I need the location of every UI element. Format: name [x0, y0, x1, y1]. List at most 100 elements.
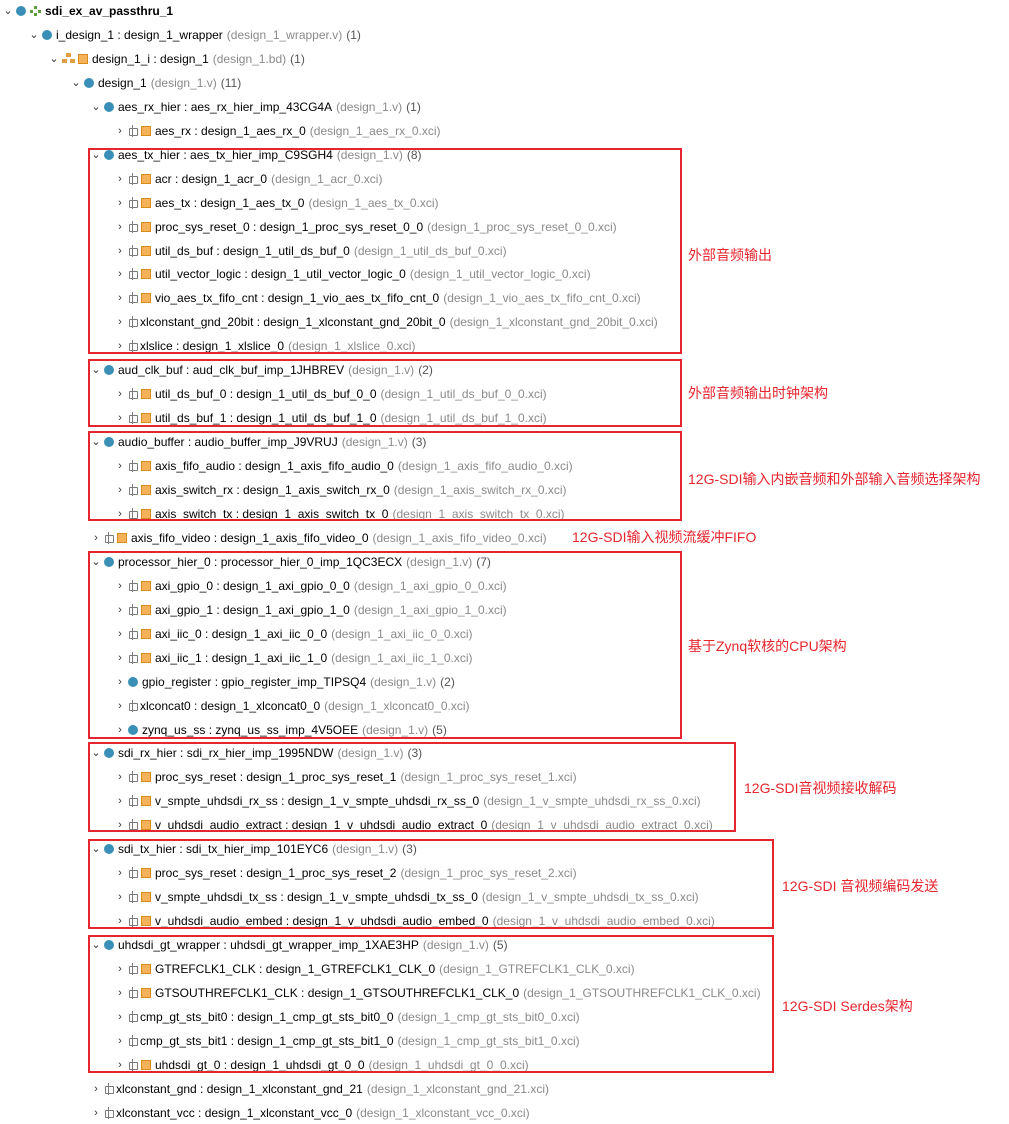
node-source-file: (design_1_axi_iic_0_0.xci): [331, 626, 473, 641]
tree-row[interactable]: ›uhdsdi_gt_0 : design_1_uhdsdi_gt_0_0(de…: [114, 1054, 533, 1076]
expand-chevron-down-icon[interactable]: ⌄: [91, 555, 101, 568]
ip-block-icon: [141, 173, 151, 184]
tree-row[interactable]: ⌄sdi_tx_hier : sdi_tx_hier_imp_101EYC6(d…: [90, 838, 416, 860]
tree-row[interactable]: ›axis_fifo_video : design_1_axis_fifo_vi…: [90, 527, 551, 549]
expand-chevron-right-icon[interactable]: ›: [118, 484, 122, 496]
tree-row[interactable]: ›gpio_register : gpio_register_imp_TIPSQ…: [114, 671, 455, 693]
expand-chevron-right-icon[interactable]: ›: [118, 292, 122, 305]
tree-row[interactable]: ›proc_sys_reset : design_1_proc_sys_rese…: [114, 766, 581, 788]
expand-chevron-right-icon[interactable]: ›: [118, 651, 122, 664]
expand-chevron-down-icon[interactable]: ⌄: [49, 52, 59, 65]
tree-row[interactable]: ›axi_gpio_1 : design_1_axi_gpio_1_0(desi…: [114, 599, 511, 621]
expand-chevron-down-icon[interactable]: ⌄: [71, 76, 81, 89]
tree-row[interactable]: ›v_smpte_uhdsdi_rx_ss : design_1_v_smpte…: [114, 790, 705, 812]
expand-chevron-right-icon[interactable]: ›: [118, 819, 122, 832]
node-source-file: (design_1_aes_rx_0.xci): [309, 123, 441, 138]
expand-chevron-down-icon[interactable]: ⌄: [91, 148, 101, 161]
expand-chevron-right-icon[interactable]: ›: [118, 1034, 122, 1047]
tree-row[interactable]: ⌄design_1(design_1.v)(11): [70, 72, 241, 94]
expand-chevron-right-icon[interactable]: ›: [118, 124, 122, 137]
expand-chevron-right-icon[interactable]: ›: [118, 196, 122, 209]
tree-row[interactable]: ›axis_fifo_audio : design_1_axis_fifo_au…: [114, 455, 577, 477]
tree-row[interactable]: ›util_ds_buf_0 : design_1_util_ds_buf_0_…: [114, 383, 551, 405]
tree-row[interactable]: ⌄design_1_i : design_1(design_1.bd)(1): [48, 48, 304, 70]
expand-chevron-down-icon[interactable]: ⌄: [91, 747, 101, 760]
tree-row[interactable]: ›acr : design_1_acr_0(design_1_acr_0.xci…: [114, 168, 386, 190]
expand-chevron-down-icon[interactable]: ⌄: [91, 939, 101, 952]
expand-chevron-right-icon[interactable]: ›: [118, 244, 122, 257]
tree-row[interactable]: ›axis_switch_tx : design_1_axis_switch_t…: [114, 503, 569, 525]
tree-row[interactable]: ⌄audio_buffer : audio_buffer_imp_J9VRUJ(…: [90, 431, 426, 453]
expand-chevron-down-icon[interactable]: ⌄: [91, 843, 101, 856]
node-name: util_ds_buf_1 : design_1_util_ds_buf_1_0: [155, 411, 377, 426]
expand-chevron-right-icon[interactable]: ›: [118, 771, 122, 784]
expand-chevron-down-icon[interactable]: ⌄: [91, 436, 101, 449]
expand-chevron-right-icon[interactable]: ›: [118, 268, 122, 281]
tree-row[interactable]: ›GTREFCLK1_CLK : design_1_GTREFCLK1_CLK_…: [114, 958, 639, 980]
tree-row[interactable]: ›aes_rx : design_1_aes_rx_0(design_1_aes…: [114, 120, 445, 142]
tree-row[interactable]: ⌄i_design_1 : design_1_wrapper(design_1_…: [28, 24, 360, 46]
tree-row[interactable]: ⌄sdi_ex_av_passthru_1: [2, 0, 181, 22]
tree-row[interactable]: ›v_uhdsdi_audio_embed : design_1_v_uhdsd…: [114, 910, 719, 932]
expand-chevron-right-icon[interactable]: ›: [94, 531, 98, 544]
tree-row[interactable]: ›axi_gpio_0 : design_1_axi_gpio_0_0(desi…: [114, 575, 511, 597]
tree-row[interactable]: ⌄aes_tx_hier : aes_tx_hier_imp_C9SGH4(de…: [90, 144, 421, 166]
tree-row[interactable]: ›axi_iic_0 : design_1_axi_iic_0_0(design…: [114, 623, 477, 645]
tree-row[interactable]: ⌄aud_clk_buf : aud_clk_buf_imp_1JHBREV(d…: [90, 359, 432, 381]
expand-chevron-right-icon[interactable]: ›: [118, 699, 122, 712]
expand-chevron-right-icon[interactable]: ›: [118, 986, 122, 999]
tree-row[interactable]: ⌄sdi_rx_hier : sdi_rx_hier_imp_1995NDW(d…: [90, 742, 422, 764]
expand-chevron-right-icon[interactable]: ›: [118, 507, 122, 520]
expand-chevron-right-icon[interactable]: ›: [118, 795, 122, 808]
tree-row[interactable]: ›axis_switch_rx : design_1_axis_switch_r…: [114, 479, 571, 501]
expand-chevron-right-icon[interactable]: ›: [118, 867, 122, 880]
expand-chevron-right-icon[interactable]: ›: [118, 220, 122, 233]
tree-row[interactable]: ›xlconcat0 : design_1_xlconcat0_0(design…: [114, 695, 474, 717]
expand-chevron-right-icon[interactable]: ›: [118, 172, 122, 185]
tree-row[interactable]: ›zynq_us_ss : zynq_us_ss_imp_4V5OEE(desi…: [114, 719, 447, 741]
tree-row[interactable]: ›cmp_gt_sts_bit1 : design_1_cmp_gt_sts_b…: [114, 1030, 584, 1052]
expand-chevron-right-icon[interactable]: ›: [118, 388, 122, 401]
tree-row[interactable]: ⌄aes_rx_hier : aes_rx_hier_imp_43CG4A(de…: [90, 96, 420, 118]
tree-row[interactable]: › util_ds_buf_1 : design_1_util_ds_buf_1_…: [114, 407, 551, 429]
expand-chevron-right-icon[interactable]: ›: [118, 915, 122, 928]
tree-row[interactable]: ›v_uhdsdi_audio_extract : design_1_v_uhd…: [114, 814, 717, 836]
expand-chevron-right-icon[interactable]: ›: [94, 1106, 98, 1119]
expand-chevron-right-icon[interactable]: ›: [118, 963, 122, 975]
tree-row[interactable]: ⌄processor_hier_0 : processor_hier_0_imp…: [90, 551, 490, 573]
tree-row[interactable]: ›xlconstant_vcc : design_1_xlconstant_vc…: [90, 1102, 534, 1124]
highlight-box-audio-buffer: [88, 431, 682, 521]
expand-chevron-right-icon[interactable]: ›: [118, 579, 122, 592]
expand-chevron-right-icon[interactable]: ›: [118, 627, 122, 640]
tree-row[interactable]: ›util_vector_logic : design_1_util_vecto…: [114, 263, 595, 285]
tree-row[interactable]: ›xlconstant_gnd_20bit : design_1_xlconst…: [114, 311, 662, 333]
expand-chevron-right-icon[interactable]: ›: [94, 1082, 98, 1095]
expand-chevron-right-icon[interactable]: ›: [118, 412, 122, 425]
expand-chevron-right-icon[interactable]: ›: [118, 1010, 122, 1023]
expand-chevron-right-icon[interactable]: ›: [118, 340, 122, 353]
tree-row[interactable]: ›v_smpte_uhdsdi_tx_ss : design_1_v_smpte…: [114, 886, 703, 908]
tree-row[interactable]: ›xlslice : design_1_xlslice_0(design_1_x…: [114, 335, 419, 357]
tree-row[interactable]: ›aes_tx : design_1_aes_tx_0(design_1_aes…: [114, 192, 443, 214]
tree-row[interactable]: ›proc_sys_reset : design_1_proc_sys_rese…: [114, 862, 581, 884]
tree-row[interactable]: ›axi_iic_1 : design_1_axi_iic_1_0(design…: [114, 647, 477, 669]
ip-port-icon: [128, 460, 138, 473]
tree-row[interactable]: ›proc_sys_reset_0 : design_1_proc_sys_re…: [114, 216, 621, 238]
expand-chevron-down-icon[interactable]: ⌄: [91, 364, 101, 377]
expand-chevron-right-icon[interactable]: ›: [118, 675, 122, 688]
expand-chevron-right-icon[interactable]: ›: [118, 460, 122, 473]
expand-chevron-right-icon[interactable]: ›: [118, 891, 122, 904]
tree-row[interactable]: ⌄uhdsdi_gt_wrapper : uhdsdi_gt_wrapper_i…: [90, 934, 507, 956]
expand-chevron-right-icon[interactable]: ›: [118, 1058, 122, 1071]
tree-row[interactable]: ›util_ds_buf : design_1_util_ds_buf_0(de…: [114, 240, 511, 262]
expand-chevron-down-icon[interactable]: ⌄: [3, 5, 13, 17]
tree-row[interactable]: ›cmp_gt_sts_bit0 : design_1_cmp_gt_sts_b…: [114, 1006, 584, 1028]
expand-chevron-right-icon[interactable]: ›: [118, 316, 122, 329]
tree-row[interactable]: ›vio_aes_tx_fifo_cnt : design_1_vio_aes_…: [114, 287, 645, 309]
tree-row[interactable]: ›GTSOUTHREFCLK1_CLK : design_1_GTSOUTHRE…: [114, 982, 765, 1004]
expand-chevron-right-icon[interactable]: ›: [118, 603, 122, 616]
expand-chevron-right-icon[interactable]: ›: [118, 723, 122, 736]
expand-chevron-down-icon[interactable]: ⌄: [91, 100, 101, 113]
expand-chevron-down-icon[interactable]: ⌄: [29, 28, 39, 41]
tree-row[interactable]: ›xlconstant_gnd : design_1_xlconstant_gn…: [90, 1078, 553, 1100]
